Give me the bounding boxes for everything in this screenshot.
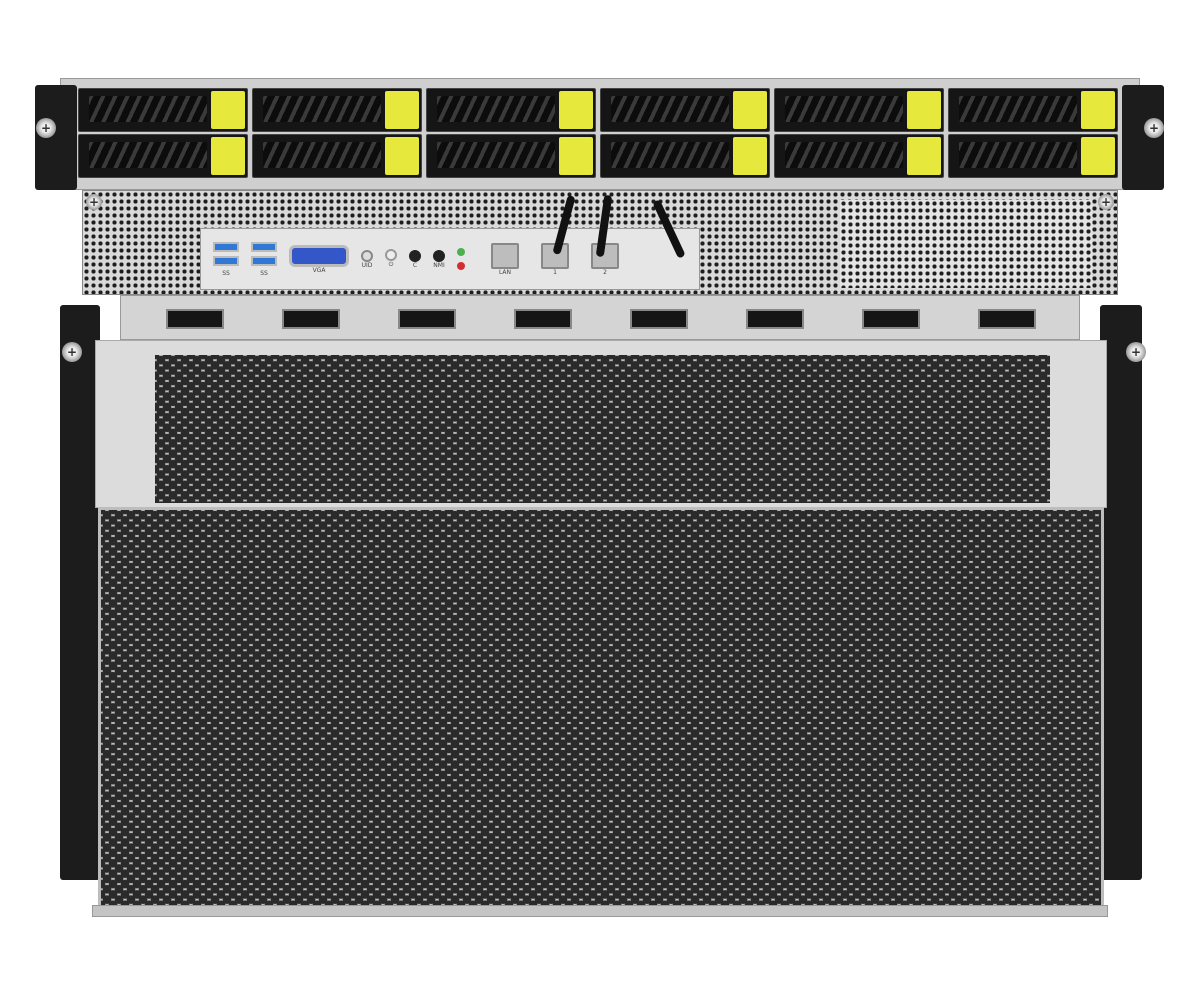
network-port[interactable] <box>398 309 456 329</box>
drive-bay[interactable] <box>600 88 770 132</box>
drive-grille <box>959 96 1077 122</box>
power-icon: ⏻ <box>388 261 394 268</box>
upper-fan-grille[interactable] <box>155 355 1050 503</box>
right-rack-ear <box>1122 85 1164 190</box>
usb-group-2: SS <box>251 241 277 277</box>
usb-port[interactable] <box>251 255 277 266</box>
drive-release-tab[interactable] <box>211 91 245 129</box>
power-button[interactable] <box>385 249 397 261</box>
drive-bay[interactable] <box>78 134 248 178</box>
drive-grille <box>89 96 207 122</box>
screw-icon: + <box>86 194 102 210</box>
drive-bay[interactable] <box>774 88 944 132</box>
drive-bay[interactable] <box>426 134 596 178</box>
drive-bay[interactable] <box>78 88 248 132</box>
status-leds <box>457 248 465 270</box>
bottom-frame <box>92 905 1108 917</box>
network-port[interactable] <box>862 309 920 329</box>
reset-label: C <box>412 261 418 269</box>
drive-release-tab[interactable] <box>907 137 941 175</box>
network-port[interactable] <box>978 309 1036 329</box>
screw-icon: + <box>1098 194 1114 210</box>
lan-label: 2 <box>603 268 607 276</box>
lan-label: 1 <box>553 268 557 276</box>
network-port[interactable] <box>514 309 572 329</box>
drive-release-tab[interactable] <box>733 91 767 129</box>
usb-port[interactable] <box>251 241 277 252</box>
drive-bay[interactable] <box>774 134 944 178</box>
vga-port[interactable] <box>289 244 349 267</box>
network-port[interactable] <box>746 309 804 329</box>
drive-grille <box>959 142 1077 168</box>
drive-release-tab[interactable] <box>733 137 767 175</box>
usb-label: SS <box>260 269 268 277</box>
drive-grille <box>437 142 555 168</box>
drive-bay[interactable] <box>948 88 1118 132</box>
network-port[interactable] <box>282 309 340 329</box>
screw-icon: + <box>1144 118 1164 138</box>
lan-label: LAN <box>498 268 512 276</box>
drive-bay-array <box>78 88 1118 180</box>
nmi-button[interactable] <box>433 249 445 262</box>
port-strip <box>120 295 1080 340</box>
left-rack-ear <box>35 85 77 190</box>
reset-button[interactable] <box>409 249 421 262</box>
lan-port-mgmt[interactable] <box>491 242 519 269</box>
network-port[interactable] <box>166 309 224 329</box>
network-port[interactable] <box>630 309 688 329</box>
drive-release-tab[interactable] <box>559 137 593 175</box>
screw-icon: + <box>62 342 82 362</box>
drive-release-tab[interactable] <box>385 91 419 129</box>
usb-group-1: SS <box>213 241 239 277</box>
drive-release-tab[interactable] <box>1081 137 1115 175</box>
drive-grille <box>89 142 207 168</box>
drive-grille <box>263 96 381 122</box>
drive-release-tab[interactable] <box>385 137 419 175</box>
screw-icon: + <box>36 118 56 138</box>
right-rail <box>1100 305 1142 880</box>
nmi-button-group: NMI <box>433 249 445 269</box>
status-led-red <box>457 262 465 270</box>
nmi-label: NMI <box>433 261 445 269</box>
drive-grille <box>437 96 555 122</box>
psu-grille <box>840 200 1092 288</box>
status-led-green <box>457 248 465 256</box>
uid-button[interactable] <box>361 249 373 262</box>
drive-release-tab[interactable] <box>211 137 245 175</box>
drive-grille <box>785 142 903 168</box>
lower-fan-grille[interactable] <box>98 507 1104 912</box>
usb-label: SS <box>222 269 230 277</box>
screw-icon: + <box>1126 342 1146 362</box>
drive-grille <box>263 142 381 168</box>
uid-button-group: UID <box>361 249 373 269</box>
usb-port[interactable] <box>213 241 239 252</box>
left-rail <box>60 305 100 880</box>
drive-release-tab[interactable] <box>907 91 941 129</box>
io-panel: SS SS VGA UID ⏻ C NMI LAN 1 2 <box>200 228 700 290</box>
reset-button-group: C <box>409 249 421 269</box>
drive-release-tab[interactable] <box>1081 91 1115 129</box>
drive-bay[interactable] <box>948 134 1118 178</box>
drive-release-tab[interactable] <box>559 91 593 129</box>
drive-grille <box>611 96 729 122</box>
drive-bay[interactable] <box>252 134 422 178</box>
vga-group: VGA <box>289 244 349 274</box>
usb-port[interactable] <box>213 255 239 266</box>
drive-bay[interactable] <box>426 88 596 132</box>
vga-label: VGA <box>312 266 326 274</box>
drive-bay[interactable] <box>252 88 422 132</box>
drive-grille <box>785 96 903 122</box>
drive-grille <box>611 142 729 168</box>
uid-label: UID <box>361 261 373 269</box>
drive-bay[interactable] <box>600 134 770 178</box>
power-button-group: ⏻ <box>385 249 397 269</box>
